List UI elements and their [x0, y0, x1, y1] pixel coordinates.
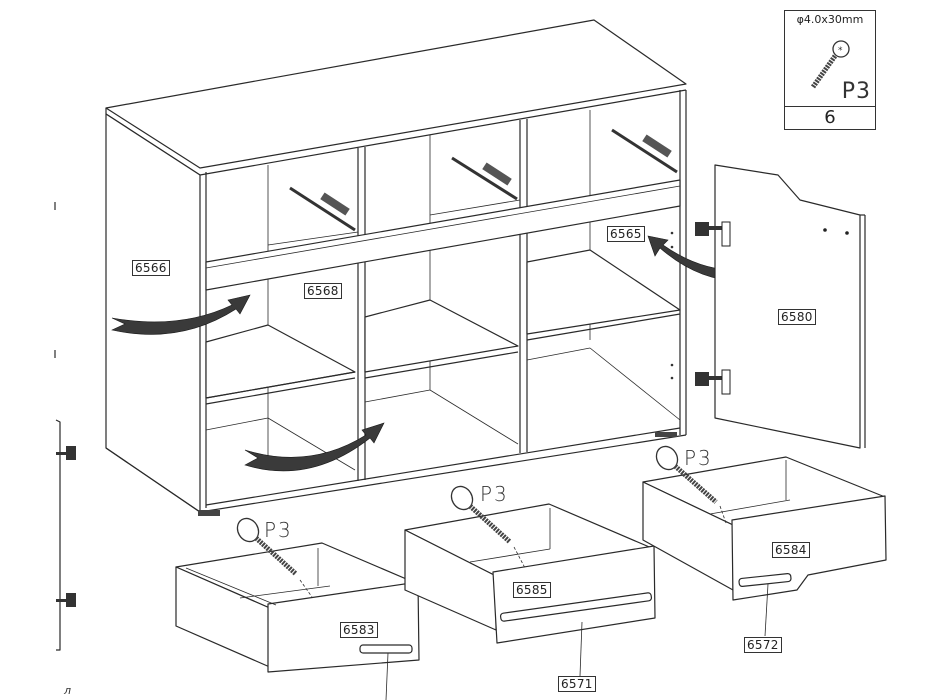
label-right-side-panel: 6565: [607, 226, 645, 242]
drawer-handle: [738, 573, 792, 587]
screw-icon: [450, 485, 512, 544]
screw-callout: P3: [684, 446, 713, 470]
label-drawer-left-front: 6583: [340, 622, 378, 638]
screw-callout: P3: [264, 518, 293, 542]
drawer-handle-long: [499, 592, 653, 622]
hinge-icon: [695, 221, 731, 247]
label-shelf: 6568: [304, 283, 342, 299]
screw-icon: [236, 517, 298, 576]
screw-spec: φ4.0x30mm: [796, 13, 864, 26]
cabinet-top: [105, 19, 687, 169]
screw-callout: P3: [480, 482, 509, 506]
quantity: 6: [785, 106, 875, 129]
label-drawer-middle-front: 6585: [513, 582, 551, 598]
drawer-left: [175, 542, 420, 700]
drawer-rail: [205, 179, 681, 291]
label-drawer-right-front: 6584: [772, 542, 810, 558]
margin-mark: л: [64, 684, 72, 697]
label-handle-long: 6571: [558, 676, 596, 692]
screw-icon: *: [810, 40, 850, 89]
rotation-arrow: [111, 294, 251, 335]
svg-text:*: *: [838, 46, 843, 56]
drawer-right: [642, 456, 887, 637]
label-door: 6580: [778, 309, 816, 325]
drawer-slide: [451, 156, 518, 201]
hinge-icon: [56, 446, 76, 460]
drawer-handle: [359, 644, 413, 654]
label-side-panel: 6566: [132, 260, 170, 276]
drawer-middle: [404, 503, 656, 677]
label-handle-short-right: 6572: [744, 637, 782, 653]
hardware-legend: φ4.0x30mm * P3 6: [784, 10, 876, 130]
rotation-arrow: [244, 422, 385, 472]
drawer-slide: [289, 186, 356, 232]
hinge-icon: [695, 369, 731, 395]
part-code: P3: [841, 79, 871, 104]
hinge-icon: [56, 593, 76, 607]
drawer-slide: [611, 128, 678, 174]
cabinet-left-side: [105, 113, 201, 513]
door-panel: [714, 164, 861, 449]
screw-icon: [655, 445, 718, 504]
